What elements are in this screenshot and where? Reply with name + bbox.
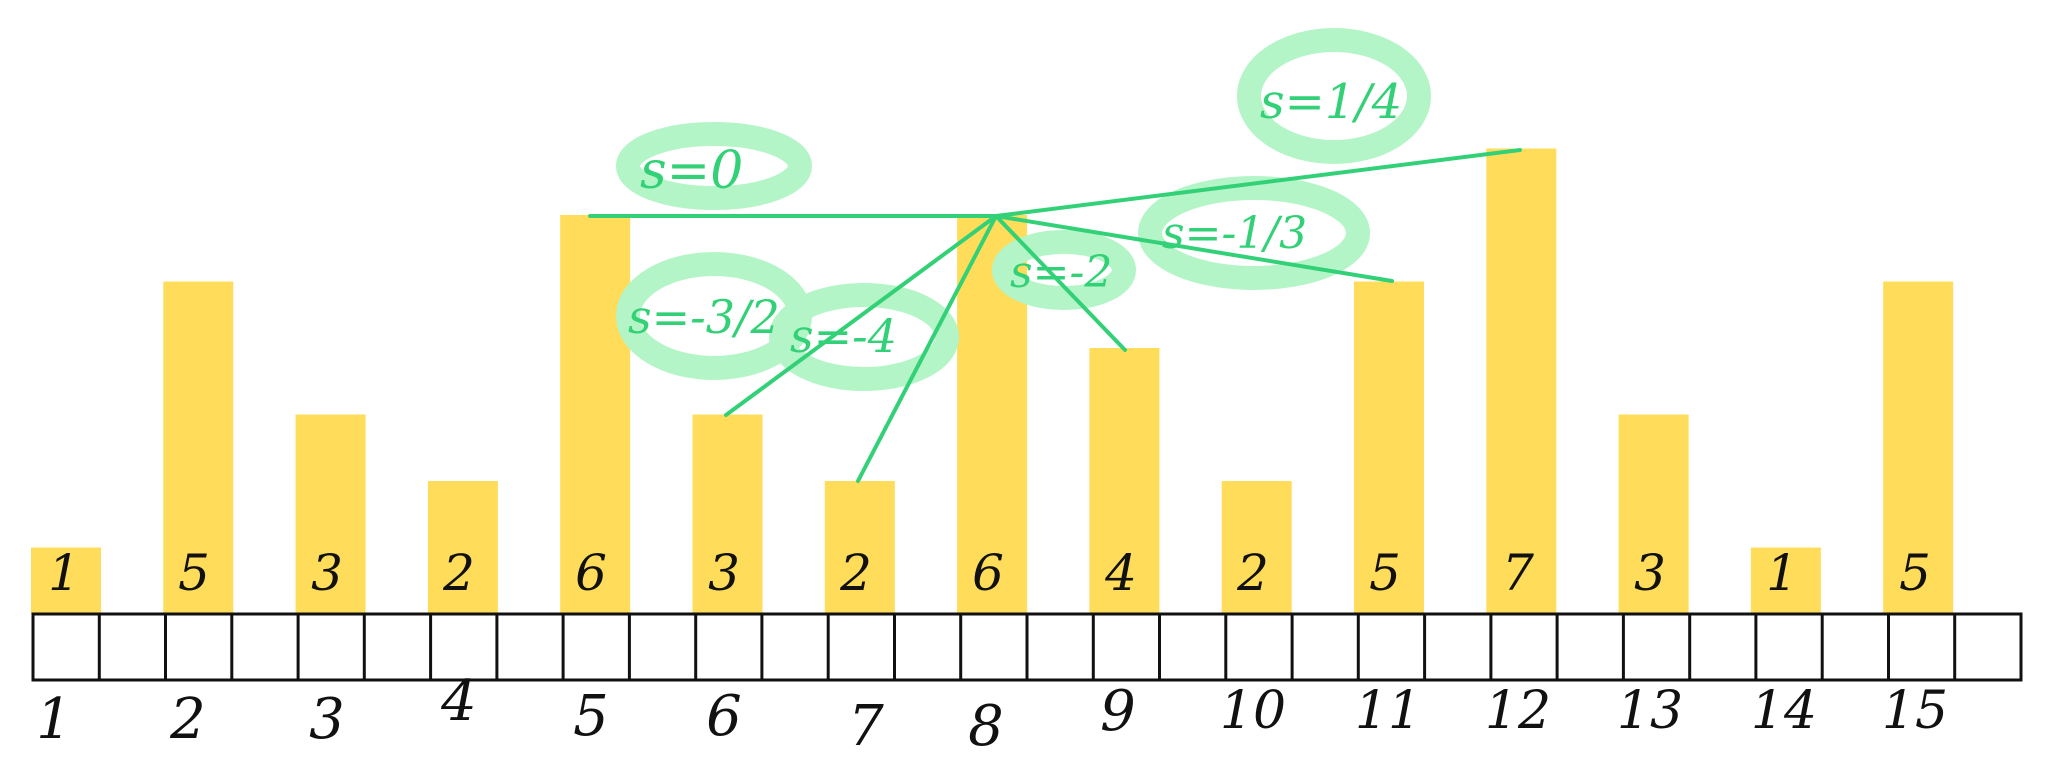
cell-row — [31, 612, 2023, 682]
position-label-12: 12 — [1485, 681, 1551, 741]
slope-labels: s=0 s=-3/2 s=-4 s=-2 s=-1/3 s=1/4 — [628, 74, 1402, 363]
slope-label-s-neg-1-3: s=-1/3 — [1162, 208, 1307, 259]
bar-11 — [1354, 281, 1424, 614]
bar-values: 1 5 3 2 6 3 2 6 4 2 5 7 3 1 5 — [48, 544, 1931, 602]
slope-line-s-neg-1-3 — [994, 214, 1394, 283]
bar-value-7: 2 — [839, 544, 872, 602]
bars — [31, 148, 1954, 614]
position-label-13: 13 — [1617, 681, 1683, 741]
bar-value-12: 7 — [1502, 544, 1534, 602]
bar-value-1: 1 — [48, 544, 80, 602]
highlight-s0 — [616, 122, 812, 210]
bar-10 — [1221, 481, 1292, 614]
bar-value-3: 3 — [311, 544, 343, 602]
position-label-1: 1 — [36, 687, 72, 752]
position-label-9: 9 — [1100, 679, 1136, 744]
bar-value-14: 1 — [1766, 544, 1798, 602]
position-label-11: 11 — [1355, 681, 1421, 741]
slope-line-s-neg-4 — [856, 214, 998, 483]
slope-label-s-neg-2: s=-2 — [1010, 247, 1112, 298]
position-label-3: 3 — [309, 687, 345, 752]
slope-line-s-1-4 — [994, 148, 1522, 218]
slope-highlights — [616, 28, 1431, 391]
slope-label-s-neg-4: s=-4 — [790, 309, 897, 363]
position-label-4: 4 — [440, 669, 477, 734]
bar-value-13: 3 — [1634, 544, 1666, 602]
slope-label-s0: s=0 — [640, 141, 743, 201]
slope-lines — [588, 148, 1522, 483]
position-labels: 1 2 3 4 5 6 7 8 9 10 11 12 13 14 15 — [36, 669, 1948, 759]
highlight-s-neg-2 — [992, 230, 1136, 310]
position-label-7: 7 — [848, 694, 884, 759]
position-label-2: 2 — [169, 687, 206, 752]
slope-label-s-1-4: s=1/4 — [1260, 74, 1402, 130]
bar-value-15: 5 — [1899, 544, 1931, 602]
bar-value-10: 2 — [1236, 544, 1269, 602]
bar-5 — [560, 215, 631, 614]
bar-14 — [1750, 547, 1821, 614]
bar-1 — [31, 547, 101, 614]
position-label-8: 8 — [968, 694, 1004, 759]
bar-value-5: 6 — [575, 544, 607, 602]
bar-value-8: 6 — [972, 544, 1004, 602]
bar-12 — [1486, 148, 1557, 614]
slope-line-s-neg-3-2 — [724, 214, 998, 417]
bar-7 — [824, 481, 895, 614]
bar-value-9: 4 — [1104, 544, 1137, 602]
bar-2 — [163, 281, 234, 614]
bar-4 — [427, 481, 498, 614]
slope-line-s-neg-2 — [994, 214, 1127, 352]
bar-9 — [1089, 348, 1160, 614]
position-label-10: 10 — [1220, 681, 1286, 741]
bar-13 — [1618, 414, 1689, 614]
bar-15 — [1883, 281, 1954, 614]
highlight-s-neg-1-3 — [1138, 176, 1370, 290]
position-label-14: 14 — [1751, 681, 1817, 741]
slope-label-s-neg-3-2: s=-3/2 — [628, 290, 780, 344]
bar-6 — [692, 414, 763, 614]
position-label-5: 5 — [573, 684, 609, 749]
bar-value-11: 5 — [1369, 544, 1401, 602]
position-label-15: 15 — [1882, 681, 1948, 741]
bar-value-6: 3 — [708, 544, 740, 602]
bar-value-2: 5 — [178, 544, 210, 602]
highlight-s-neg-4 — [769, 283, 959, 391]
bar-3 — [295, 414, 366, 614]
position-label-6: 6 — [706, 684, 742, 749]
bar-value-4: 2 — [442, 544, 475, 602]
highlight-s-1-4 — [1237, 28, 1431, 164]
